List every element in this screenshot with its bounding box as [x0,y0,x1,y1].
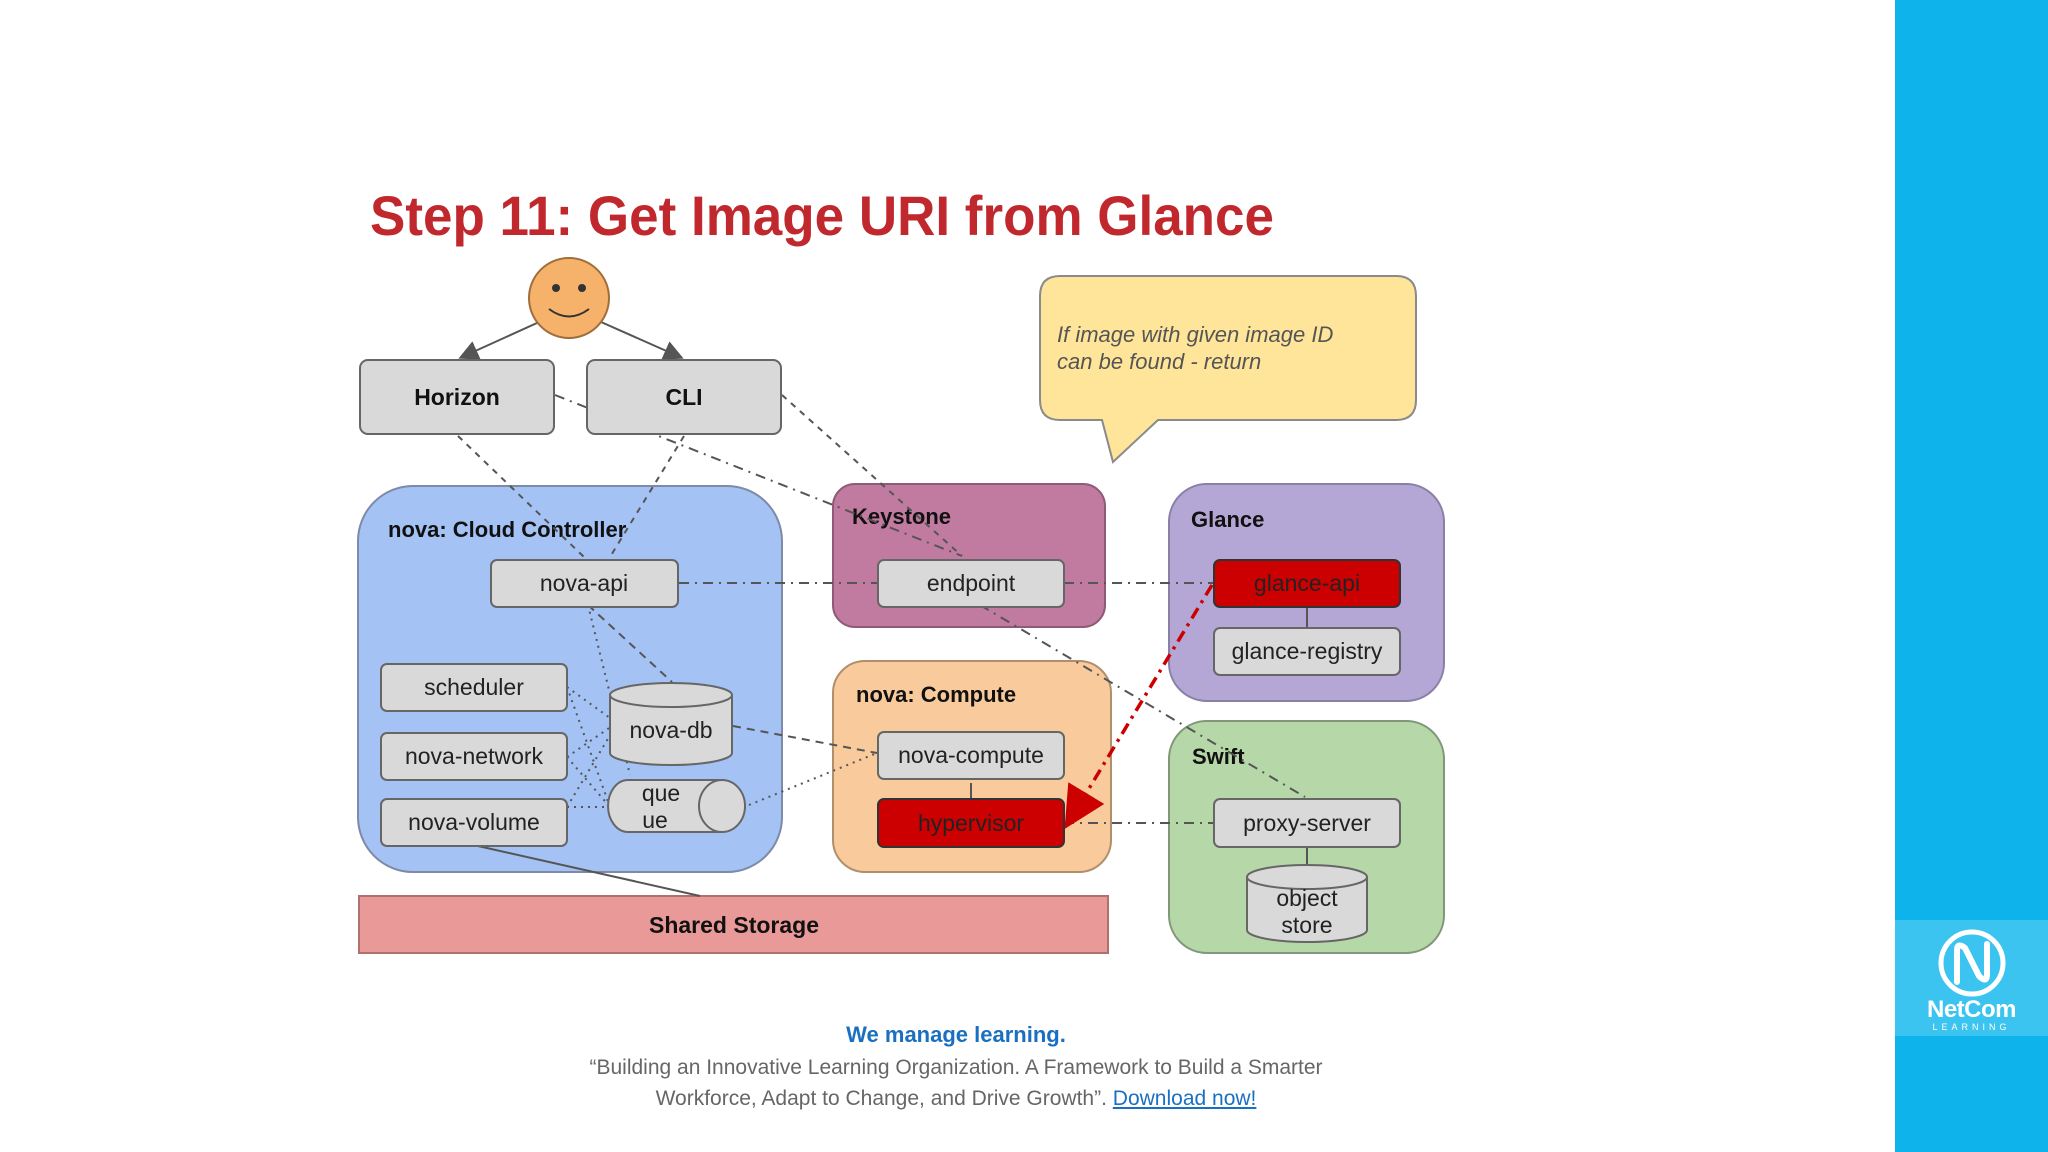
object-store-label-line1: object [1276,885,1338,911]
compute-label: nova: Compute [856,682,1016,707]
glance-api-label: glance-api [1254,570,1360,596]
tagline: We manage learning. [846,1022,1066,1047]
glance-registry-box [1213,627,1401,676]
slide: Step 11: Get Image URI from Glance nova:… [357,184,1512,1114]
proxy-server-box [1213,798,1401,848]
keystone-label: Keystone [852,504,951,529]
quote-line-1: “Building an Innovative Learning Organiz… [589,1056,1323,1079]
scheduler-box [380,663,568,712]
netcom-logo-icon [1938,929,2005,997]
download-link[interactable]: Download now! [1112,1087,1257,1110]
queue-cylinder [607,779,746,833]
bubble-line-1: If image with given image ID [1057,322,1333,347]
image-uri-arrow [1064,584,1214,829]
logo-name: NetCom [1926,996,2017,1023]
bubble-line-2: can be found - return [1057,349,1261,374]
footer: We manage learning. “Building an Innovat… [400,1022,1512,1114]
user-icon [528,257,610,339]
nova-api-label: nova-api [540,570,628,596]
logo-sub: LEARNING [1932,1022,2011,1032]
slide-title: Step 11: Get Image URI from Glance [370,185,1274,247]
object-store-cylinder [1246,864,1368,943]
nova-compute-label: nova-compute [898,742,1044,768]
nova-network-box [380,732,568,781]
nova-api-box [490,559,679,608]
nova-db-cylinder [609,682,733,766]
object-store-label-line2: store [1281,912,1332,938]
quote-line-2: Workforce, Adapt to Change, and Drive Gr… [655,1087,1107,1110]
shared-storage-label: Shared Storage [649,912,819,938]
endpoint-box [877,559,1065,608]
glance-api-box [1213,559,1401,608]
brand-sidebar: NetCom LEARNING [1895,0,2048,1152]
netcom-logo: NetCom LEARNING [1895,920,2048,1036]
swift-label: Swift [1192,744,1245,769]
queue-label-line2: ue [642,807,668,833]
glance-label: Glance [1191,507,1264,532]
proxy-server-label: proxy-server [1243,810,1371,836]
cli-box [586,359,782,435]
quote: “Building an Innovative Learning Organiz… [400,1052,1512,1114]
hypervisor-label: hypervisor [918,810,1024,836]
hypervisor-box [877,798,1065,848]
nova-network-label: nova-network [405,743,544,769]
cloud-controller-label: nova: Cloud Controller [388,517,627,542]
nova-volume-box [380,798,568,847]
shared-storage-bar [358,895,1109,954]
queue-label-line1: que [642,780,680,806]
cli-label: CLI [665,384,702,410]
nova-compute-box [877,731,1065,780]
speech-bubble [1039,275,1417,464]
endpoint-label: endpoint [927,570,1016,596]
nova-db-label: nova-db [629,717,712,743]
architecture-diagram: Step 11: Get Image URI from Glance nova:… [357,185,1445,954]
horizon-label: Horizon [414,384,500,410]
scheduler-label: scheduler [424,674,524,700]
horizon-box [359,359,555,435]
nova-volume-label: nova-volume [408,809,540,835]
glance-registry-label: glance-registry [1232,638,1383,664]
